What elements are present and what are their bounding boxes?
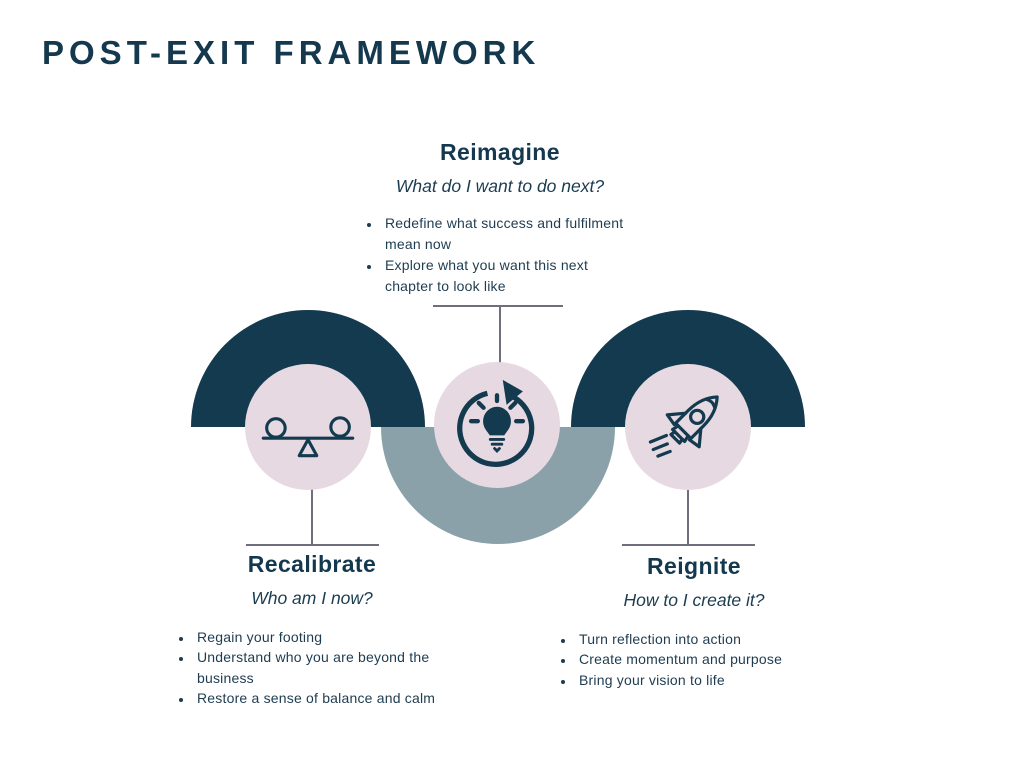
bullet-item: Explore what you want this next chapter … (381, 255, 631, 297)
lightbulb-cycle-icon (457, 379, 535, 467)
connector-reimagine-bar (433, 305, 563, 307)
bullet-item: Restore a sense of balance and calm (193, 688, 483, 708)
bullet-item: Turn reflection into action (575, 629, 845, 649)
phase-block-reignite: Reignite How to I create it? Turn reflec… (529, 553, 859, 690)
phase-title-reignite: Reignite (647, 553, 741, 579)
bullet-item: Create momentum and purpose (575, 649, 845, 669)
connector-reimagine-stem (499, 306, 501, 364)
page-title: POST-EXIT FRAMEWORK (42, 34, 541, 71)
bullet-item: Bring your vision to life (575, 670, 845, 690)
phase-bullet-list-reimagine: Redefine what success and fulfilment mea… (365, 213, 631, 297)
connector-reignite-stem (687, 488, 689, 546)
reimagine-icon-badge (434, 362, 560, 488)
balance-scale-icon (261, 416, 355, 458)
reignite-icon-badge (625, 364, 751, 490)
phase-title-reimagine: Reimagine (440, 139, 560, 165)
connector-recalibrate-bar (246, 544, 379, 546)
phase-title-recalibrate: Recalibrate (247, 551, 377, 577)
bullet-item: Redefine what success and fulfilment mea… (381, 213, 631, 255)
phase-block-recalibrate: Recalibrate Who am I now? Regain your fo… (147, 551, 477, 708)
bullet-item: Understand who you are beyond the busine… (193, 647, 483, 688)
connector-reignite-bar (622, 544, 755, 546)
phase-question-reignite: How to I create it? (623, 590, 765, 610)
phase-question-reimagine: What do I want to do next? (395, 176, 605, 196)
phase-bullet-list-reignite: Turn reflection into action Create momen… (559, 629, 845, 690)
connector-recalibrate-stem (311, 488, 313, 546)
phase-block-reimagine: Reimagine What do I want to do next? Red… (335, 139, 665, 297)
bullet-item: Regain your footing (193, 627, 483, 647)
phase-bullet-list-recalibrate: Regain your footing Understand who you a… (177, 627, 483, 708)
recalibrate-icon-badge (245, 364, 371, 490)
rocket-icon (648, 395, 719, 458)
phase-question-recalibrate: Who am I now? (251, 588, 373, 608)
